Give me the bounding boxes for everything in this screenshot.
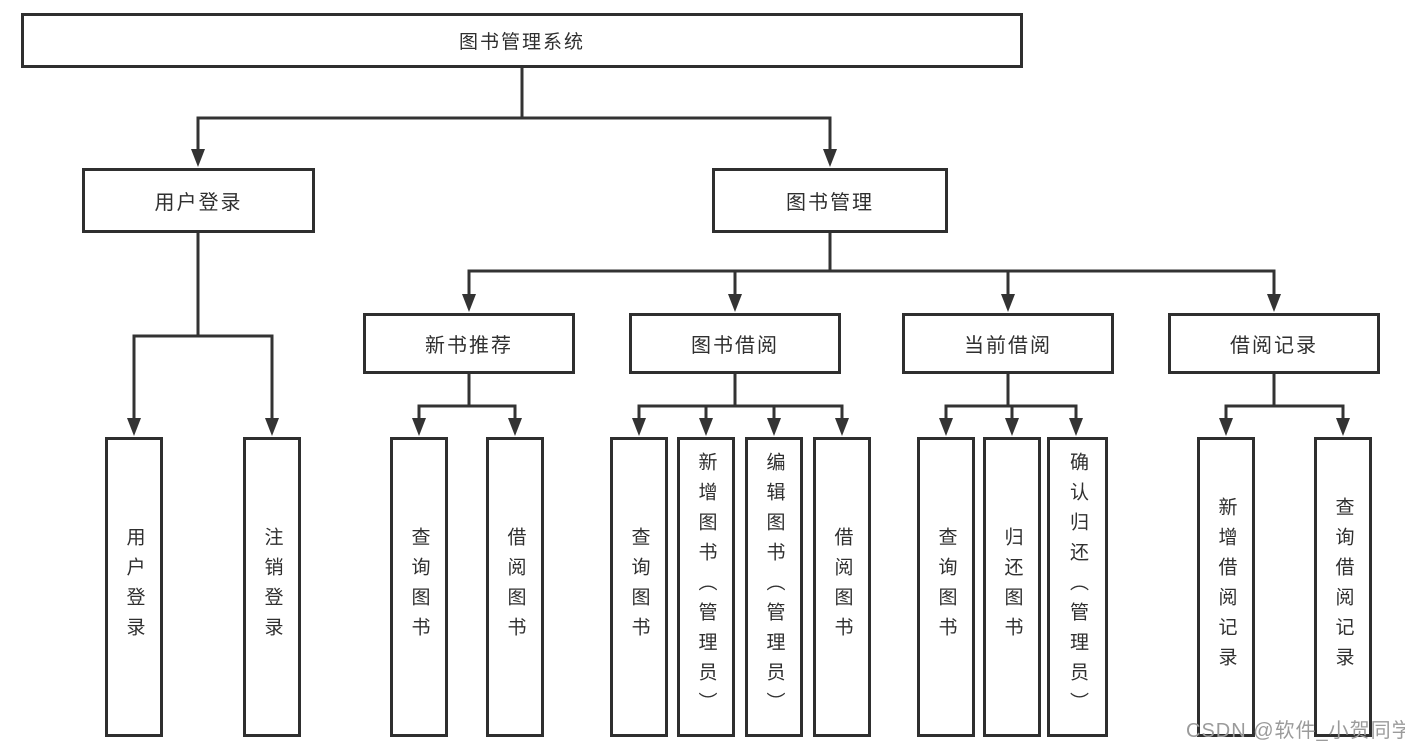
leaf-user-login: 用户登录 (105, 437, 163, 737)
node-label: 归还图书 (1001, 527, 1023, 647)
leaf-add-books-admin: 新增图书（管理员） (677, 437, 735, 737)
node-system-root: 图书管理系统 (21, 13, 1023, 68)
leaf-logout: 注销登录 (243, 437, 301, 737)
node-label: 新书推荐 (425, 335, 513, 357)
node-label: 图书管理系统 (458, 32, 585, 53)
node-label: 编辑图书（管理员） (763, 452, 785, 722)
node-user-login: 用户登录 (82, 168, 315, 233)
leaf-query-books-borrowing: 查询图书 (610, 437, 668, 737)
node-label: 用户登录 (123, 527, 145, 647)
node-label: 借阅图书 (504, 527, 526, 647)
leaf-query-books-recommend: 查询图书 (390, 437, 448, 737)
node-label: 查询图书 (628, 527, 650, 647)
node-label: 查询借阅记录 (1332, 497, 1354, 677)
leaf-return-books: 归还图书 (983, 437, 1041, 737)
leaf-confirm-return-admin: 确认归还（管理员） (1047, 437, 1108, 737)
leaf-add-borrow-record: 新增借阅记录 (1197, 437, 1255, 737)
node-label: 注销登录 (261, 527, 283, 647)
node-label: 查询图书 (935, 527, 957, 647)
leaf-query-borrow-record: 查询借阅记录 (1314, 437, 1372, 737)
node-book-management: 图书管理 (712, 168, 948, 233)
watermark-text: CSDN @软件_小贺同学 (1186, 720, 1405, 742)
leaf-borrow-books-recommend: 借阅图书 (486, 437, 544, 737)
node-label: 确认归还（管理员） (1067, 452, 1088, 722)
leaf-borrow-books: 借阅图书 (813, 437, 871, 737)
node-current-borrowing: 当前借阅 (902, 313, 1114, 374)
node-label: 图书借阅 (691, 335, 779, 357)
node-borrowing-records: 借阅记录 (1168, 313, 1380, 374)
node-label: 查询图书 (408, 527, 430, 647)
node-label: 新增图书（管理员） (695, 452, 717, 722)
arrowheads (127, 149, 1350, 436)
node-label: 当前借阅 (964, 335, 1052, 357)
node-new-book-recommendation: 新书推荐 (363, 313, 575, 374)
node-label: 借阅记录 (1230, 335, 1318, 357)
node-label: 用户登录 (154, 192, 243, 214)
leaf-query-books-current: 查询图书 (917, 437, 975, 737)
node-book-borrowing: 图书借阅 (629, 313, 841, 374)
leaf-edit-books-admin: 编辑图书（管理员） (745, 437, 803, 737)
node-label: 新增借阅记录 (1215, 497, 1237, 677)
node-label: 借阅图书 (831, 527, 853, 647)
node-label: 图书管理 (786, 192, 874, 214)
